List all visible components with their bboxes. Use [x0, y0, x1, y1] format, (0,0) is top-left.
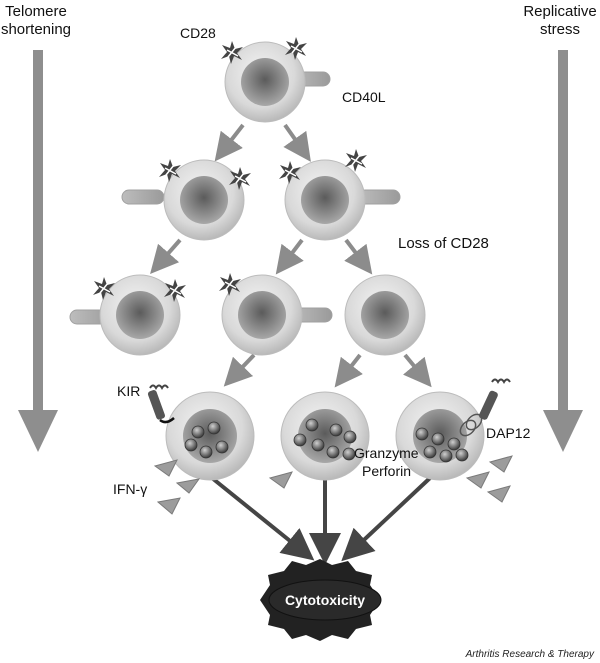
granule-icon	[293, 418, 357, 461]
telomere-label-line1: Telomere	[5, 3, 67, 20]
cd28-receptor-icon	[285, 37, 307, 60]
arrow-dap12-cell-to-cytotoxicity	[341, 476, 432, 562]
ifn-gamma-label: IFN-γ	[113, 481, 147, 497]
replicative-label-line2: stress	[540, 21, 580, 38]
cd28-label: CD28	[180, 25, 216, 41]
dap12-expressing-cell	[395, 378, 511, 481]
cd28-positive-cell-level2-right	[279, 149, 401, 241]
arrow-l2-to-l3c	[344, 238, 373, 275]
cd28-receptor-icon	[345, 149, 367, 172]
cd28-receptor-icon	[219, 273, 241, 296]
journal-credit: Arthritis Research & Therapy	[465, 649, 595, 660]
perforin-label: Perforin	[362, 463, 411, 479]
replicative-stress-arrow	[543, 50, 583, 452]
telomere-shortening-arrow	[18, 50, 58, 452]
kir-label: KIR	[117, 383, 140, 399]
lineage-arrows	[150, 123, 432, 388]
granzyme-secreted-icons	[268, 471, 293, 489]
arrow-l3b-to-l4a	[223, 353, 256, 387]
cd28-positive-cell-top	[221, 37, 331, 123]
dap12-label: DAP12	[486, 425, 531, 441]
arrow-kir-cell-to-cytotoxicity	[210, 476, 315, 561]
arrow-l2-to-l3a	[150, 238, 182, 275]
cd28-null-cell-level3-right	[344, 274, 426, 356]
arrow-l3c-to-l4b	[334, 353, 363, 388]
cd28-positive-cell-level3-left	[69, 274, 186, 356]
cd28-receptor-icon	[93, 277, 115, 300]
effector-arrows	[210, 476, 432, 565]
replicative-label-line1: Replicative	[523, 3, 596, 20]
granule-icon	[415, 427, 469, 463]
cytotoxicity-badge	[260, 559, 382, 641]
arrow-top-to-right	[283, 123, 311, 162]
dap12-secreted-icons	[465, 455, 513, 503]
granzyme-perforin-cell	[280, 391, 370, 481]
granule-icon	[184, 421, 229, 459]
arrow-l3c-to-l4c	[403, 353, 432, 388]
cd28-receptor-icon	[164, 279, 186, 302]
cd28-positive-cell-level3-middle	[219, 273, 333, 356]
ifn-gamma-cytokine-icons	[153, 459, 201, 515]
kir-receptor-icon	[147, 384, 175, 424]
telomere-label-line2: shortening	[1, 21, 71, 38]
dap12-receptor-icon	[459, 378, 511, 437]
arrow-l2-to-l3b	[275, 238, 304, 275]
cd40l-label: CD40L	[342, 89, 386, 105]
cd28-receptor-icon	[279, 161, 301, 184]
cd28-positive-cell-level2-left	[121, 159, 251, 241]
granzyme-label: Granzyme	[354, 445, 419, 461]
arrow-top-to-left	[214, 123, 245, 162]
cd28-receptor-icon	[221, 41, 243, 64]
loss-of-cd28-label: Loss of CD28	[398, 235, 489, 252]
cd28-receptor-icon	[159, 159, 181, 182]
kir-expressing-cell	[147, 384, 255, 481]
cytotoxicity-label: Cytotoxicity	[285, 592, 365, 608]
cd28-receptor-icon	[229, 167, 251, 190]
